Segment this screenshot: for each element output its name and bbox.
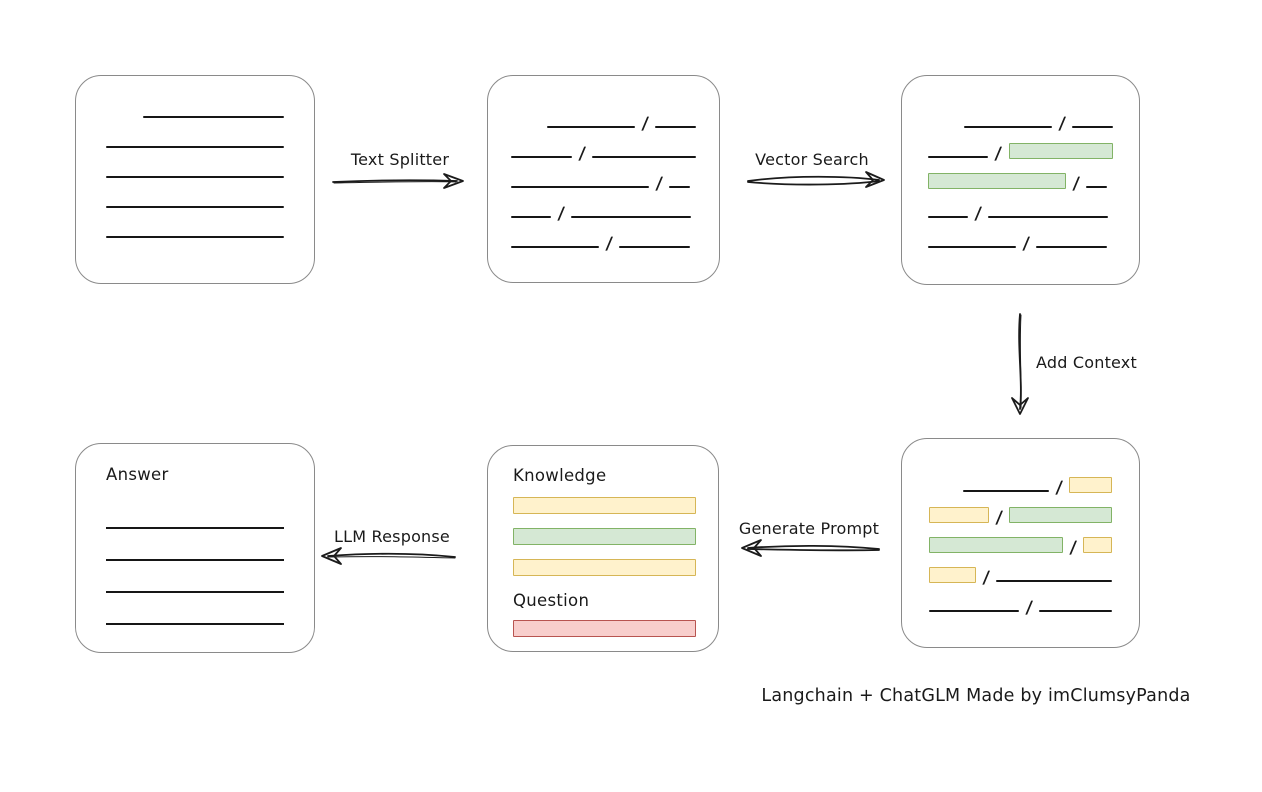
text-line <box>511 216 551 218</box>
slash-separator: / <box>1057 114 1067 134</box>
vector-search-arrow <box>747 171 885 188</box>
yellow-highlight-bar <box>929 507 989 523</box>
llm-response-label: LLM Response <box>334 527 450 546</box>
generate-prompt-arrow <box>741 539 880 557</box>
chunk-row: / <box>511 99 696 134</box>
text-line <box>1086 186 1108 188</box>
yellow-highlight-bar <box>929 567 976 583</box>
chunk-row: / <box>929 523 1112 558</box>
text-line <box>1039 610 1112 612</box>
slash-separator: / <box>1021 234 1031 254</box>
text-line <box>928 246 1016 248</box>
text-line <box>655 126 696 128</box>
text-line <box>928 216 968 218</box>
slash-separator: / <box>1068 538 1077 558</box>
vector-search-result-box: ///// <box>901 75 1140 285</box>
yellow-highlight-bar <box>1068 477 1112 493</box>
slash-separator: / <box>981 568 990 588</box>
chunk-row: / <box>928 129 1113 164</box>
chunk-row: / <box>511 159 696 194</box>
text-line <box>963 126 1052 128</box>
answer-box: Answer <box>75 443 315 653</box>
text-line <box>963 490 1049 492</box>
chunk-row: / <box>929 553 1112 588</box>
source-document-box <box>75 75 315 284</box>
text-line <box>106 236 284 238</box>
text-line <box>1072 126 1113 128</box>
knowledge-bars <box>513 497 696 576</box>
chunk-row: / <box>928 99 1113 134</box>
text-line <box>995 580 1112 582</box>
yellow-highlight-bar <box>1082 537 1112 553</box>
credit-text: Langchain + ChatGLM Made by imClumsyPand… <box>761 686 1191 706</box>
chunk-row: / <box>929 583 1112 618</box>
chunk-row <box>106 149 284 179</box>
question-bars <box>513 620 696 637</box>
chunk-row: / <box>928 159 1113 194</box>
yellow-bar <box>513 497 696 514</box>
text-splitter-arrow <box>332 173 464 189</box>
slash-separator: / <box>604 234 614 254</box>
chunk-row: / <box>511 189 696 224</box>
chunk-row: / <box>928 189 1113 224</box>
red-bar <box>513 620 696 637</box>
knowledge-heading: Knowledge <box>513 466 607 485</box>
chunk-row <box>106 179 284 209</box>
text-line <box>1036 246 1108 248</box>
question-heading: Question <box>513 591 590 610</box>
chunk-row <box>106 209 284 239</box>
add-context-arrow <box>1011 313 1029 415</box>
text-line <box>143 116 284 118</box>
green-highlight-bar <box>929 537 1063 553</box>
chunk-row: / <box>928 219 1113 254</box>
green-highlight-bar <box>928 173 1066 189</box>
answer-lines <box>106 497 284 625</box>
context-chunks-box: / / / / / <box>901 438 1140 648</box>
text-line <box>592 156 696 158</box>
text-line <box>928 156 989 158</box>
indent-space <box>511 128 540 129</box>
llm-response-arrow <box>321 547 456 565</box>
chunk-row <box>106 119 284 149</box>
green-highlight-bar <box>1008 143 1113 159</box>
indent-space <box>928 128 957 129</box>
green-bar <box>513 528 696 545</box>
add-context-label: Add Context <box>1036 353 1137 372</box>
chunk-row: / <box>929 493 1112 528</box>
text-line <box>106 176 284 178</box>
generate-prompt-label: Generate Prompt <box>738 519 880 538</box>
chunk-row: / <box>511 219 696 254</box>
indent-space <box>106 118 136 119</box>
slash-separator: / <box>1054 478 1063 498</box>
chunk-row <box>106 89 284 119</box>
text-line <box>106 146 284 148</box>
answer-line <box>106 497 284 529</box>
answer-heading: Answer <box>106 465 169 484</box>
indent-space <box>929 492 956 493</box>
text-line <box>511 246 599 248</box>
text-line <box>669 186 691 188</box>
green-highlight-bar <box>1008 507 1112 523</box>
yellow-bar <box>513 559 696 576</box>
chunk-row: / <box>929 463 1112 498</box>
text-line <box>571 216 692 218</box>
answer-line <box>106 561 284 593</box>
text-line <box>929 610 1019 612</box>
text-line <box>511 156 573 158</box>
chunk-row: / <box>511 129 696 164</box>
text-line <box>619 246 691 248</box>
text-splitter-label: Text Splitter <box>350 150 450 169</box>
slash-separator: / <box>640 114 650 134</box>
answer-line <box>106 529 284 561</box>
slash-separator: / <box>994 508 1004 528</box>
split-chunks-box: ///// <box>487 75 720 283</box>
text-line <box>511 186 649 188</box>
prompt-box: Knowledge Question <box>487 445 719 652</box>
text-line <box>988 216 1109 218</box>
vector-search-label: Vector Search <box>755 150 869 169</box>
text-line <box>106 206 284 208</box>
slash-separator: / <box>1024 598 1034 618</box>
text-line <box>546 126 635 128</box>
answer-line <box>106 593 284 625</box>
